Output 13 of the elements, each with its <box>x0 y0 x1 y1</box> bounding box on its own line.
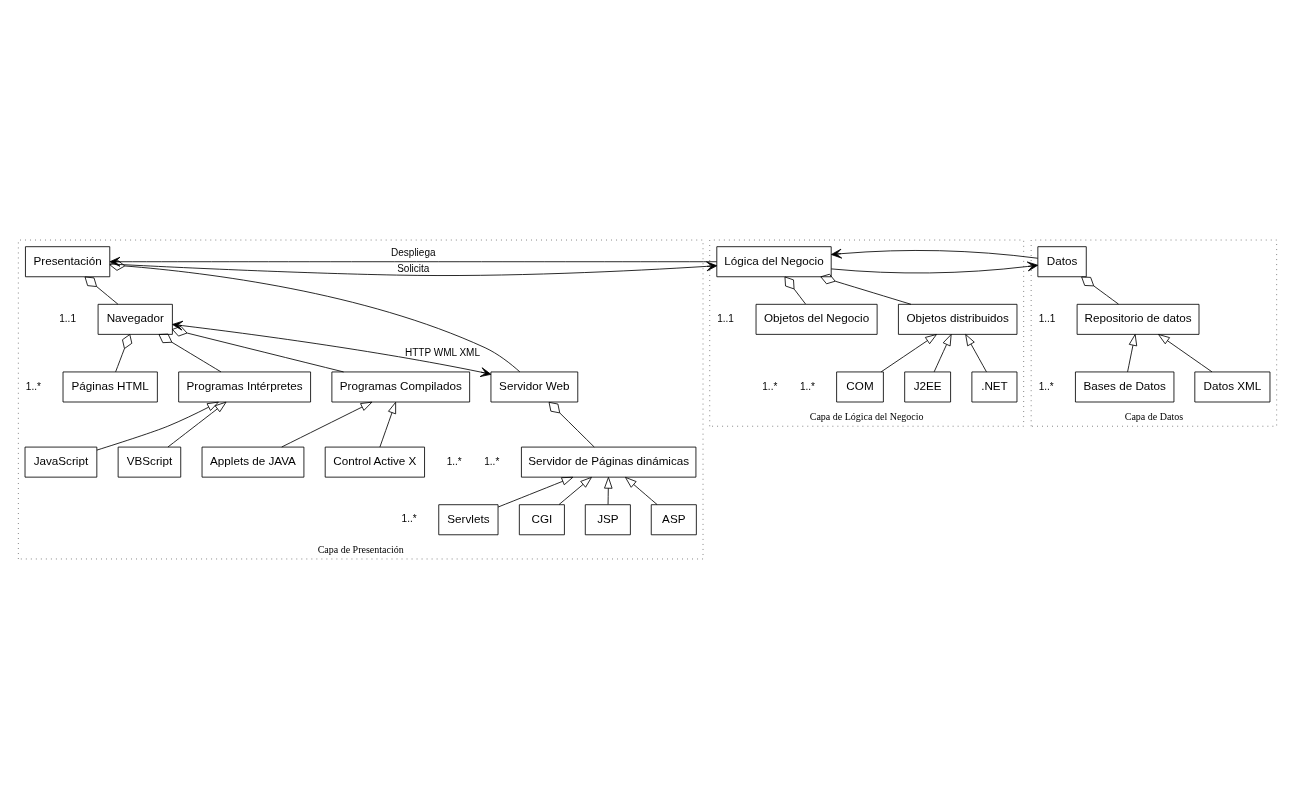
label: 1..1 <box>1038 312 1056 324</box>
label: 1..* <box>799 380 815 392</box>
label: 1..* <box>484 455 500 467</box>
label: 1..1 <box>59 312 76 324</box>
label: 1..* <box>25 380 41 392</box>
edge-label: Solicita <box>397 262 430 274</box>
label: 1..* <box>446 455 462 467</box>
label: 1..* <box>762 380 778 392</box>
label: 1..* <box>401 512 417 524</box>
edge-label: HTTP WML XML <box>405 346 481 358</box>
edge-label: Despliega <box>391 246 436 258</box>
label: 1..1 <box>717 312 734 324</box>
label: 1..* <box>1038 380 1054 392</box>
